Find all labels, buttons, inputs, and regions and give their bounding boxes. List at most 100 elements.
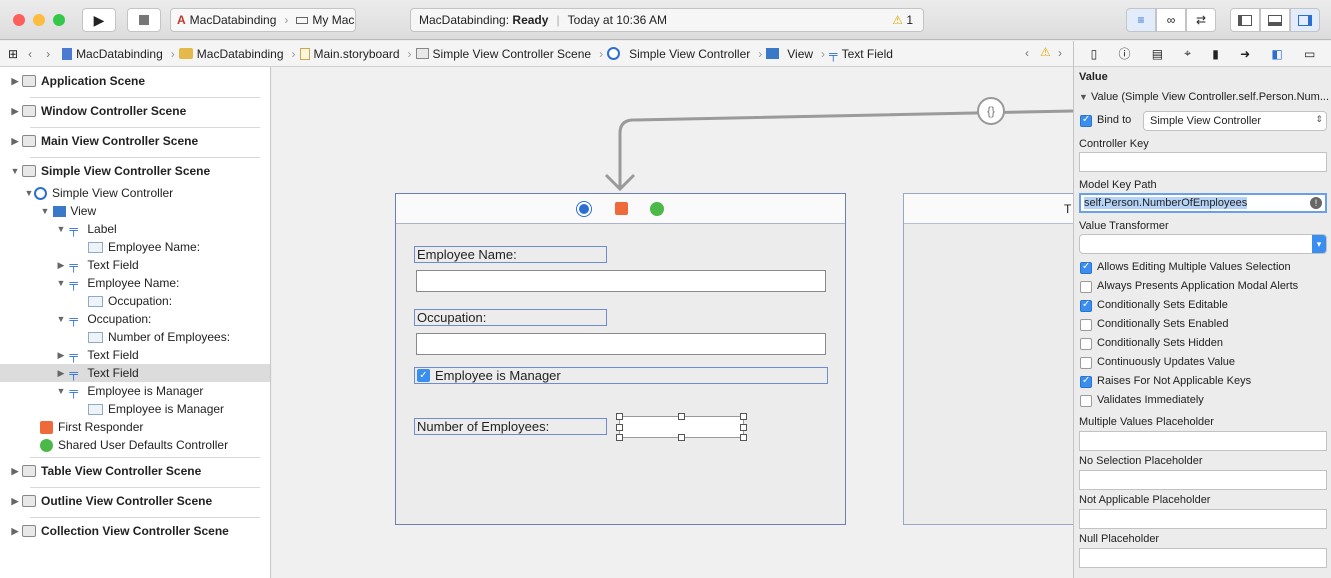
disclosure-down-icon[interactable]: ▼ xyxy=(56,386,66,396)
num-employees-label[interactable]: Number of Employees: xyxy=(414,418,607,435)
scene-row-collection-view[interactable]: ▶Collection View Controller Scene xyxy=(11,524,229,538)
disclosure-right-icon[interactable]: ▶ xyxy=(11,465,19,476)
toggle-utilities-button[interactable] xyxy=(1290,8,1320,32)
tree-item-text-field-selected[interactable]: ▶ ╤Text Field xyxy=(0,364,270,382)
breadcrumb-storyboard[interactable]: Main.storyboard xyxy=(299,47,400,61)
binding-summary[interactable]: ▼ Value (Simple View Controller.self.Per… xyxy=(1079,91,1330,103)
breadcrumb-scene[interactable]: Simple View Controller Scene xyxy=(415,47,591,61)
disclosure-down-icon[interactable]: ▼ xyxy=(56,314,66,324)
segue-binding-badge[interactable]: {} xyxy=(977,97,1005,125)
option-checkbox[interactable] xyxy=(1080,319,1092,331)
view-controller-icon[interactable] xyxy=(577,202,591,216)
scene-row-outline-view[interactable]: ▶Outline View Controller Scene xyxy=(11,494,213,508)
standard-editor-button[interactable]: ≡ xyxy=(1126,8,1156,32)
checkbox-checked-icon[interactable]: ✓ xyxy=(417,369,430,382)
not-applicable-placeholder-field[interactable] xyxy=(1079,509,1327,529)
tree-item-label-occupation[interactable]: ▼ ╤Occupation: xyxy=(56,311,152,326)
zoom-window-button[interactable] xyxy=(53,14,65,26)
breadcrumb-text-field[interactable]: ╤Text Field xyxy=(829,46,893,61)
breadcrumb-project[interactable]: MacDatabinding xyxy=(62,47,163,61)
disclosure-right-icon[interactable]: ▶ xyxy=(11,525,19,536)
disclosure-down-icon[interactable]: ▼ xyxy=(10,166,20,176)
resize-handle[interactable] xyxy=(616,434,623,441)
disclosure-right-icon[interactable]: ▶ xyxy=(11,135,19,146)
tree-item-button-cell[interactable]: Employee is Manager xyxy=(0,400,270,418)
disclosure-right-icon[interactable]: ▶ xyxy=(11,75,19,86)
grid-icon[interactable]: ⊞ xyxy=(8,46,19,61)
tree-item-label-employee-name[interactable]: ▼ ╤Employee Name: xyxy=(56,275,180,290)
disclosure-right-icon[interactable]: ▶ xyxy=(11,495,19,506)
option-checkbox[interactable] xyxy=(1080,338,1092,350)
bind-to-select[interactable]: Simple View Controller ⇕ xyxy=(1143,111,1327,131)
tree-item-shared-defaults[interactable]: Shared User Defaults Controller xyxy=(0,436,270,454)
tree-item-checkbox[interactable]: ▼ ╤Employee is Manager xyxy=(56,383,204,398)
attributes-icon[interactable]: ⌖ xyxy=(1184,46,1192,60)
option-checkbox[interactable] xyxy=(1080,299,1092,312)
scene-row-simple-view-controller[interactable]: ▼Simple View Controller Scene xyxy=(10,164,211,178)
occupation-field[interactable] xyxy=(416,333,826,355)
tree-item-label-text[interactable]: Occupation: xyxy=(0,292,270,310)
forward-button[interactable]: › xyxy=(46,46,51,61)
scene-row-main-view-controller[interactable]: ▶Main View Controller Scene xyxy=(11,134,199,148)
alert-icon[interactable]: ! xyxy=(1310,197,1322,209)
resize-handle[interactable] xyxy=(740,413,747,420)
identity-icon[interactable]: ▤ xyxy=(1151,46,1164,61)
occupation-label[interactable]: Occupation: xyxy=(414,309,607,326)
breadcrumb-view[interactable]: View xyxy=(766,47,813,61)
tree-item-text-field[interactable]: ▶ ╤Text Field xyxy=(57,257,139,272)
resize-handle[interactable] xyxy=(678,434,685,441)
option-checkbox[interactable] xyxy=(1080,281,1092,293)
disclosure-right-icon[interactable]: ▶ xyxy=(11,105,19,116)
breadcrumb-controller[interactable]: Simple View Controller xyxy=(607,47,750,61)
resize-handle[interactable] xyxy=(616,424,623,431)
employee-name-field[interactable] xyxy=(416,270,826,292)
value-transformer-select[interactable]: ▾ xyxy=(1079,234,1327,254)
run-button[interactable]: ▶ xyxy=(82,8,116,32)
tree-item-label-text[interactable]: Number of Employees: xyxy=(0,328,270,346)
scheme-selector[interactable]: A MacDatabinding › My Mac xyxy=(170,8,356,32)
scene-row-window-controller[interactable]: ▶Window Controller Scene xyxy=(11,104,187,118)
disclosure-right-icon[interactable]: ▶ xyxy=(57,367,65,378)
disclosure-right-icon[interactable]: ▶ xyxy=(57,259,65,270)
stop-button[interactable] xyxy=(127,8,161,32)
disclosure-right-icon[interactable]: ▶ xyxy=(57,349,65,360)
option-checkbox[interactable] xyxy=(1080,261,1092,274)
multiple-values-placeholder-field[interactable] xyxy=(1079,431,1327,451)
scene-row-application[interactable]: ▶Application Scene xyxy=(11,74,146,88)
disclosure-down-icon[interactable]: ▼ xyxy=(56,224,66,234)
resize-handle[interactable] xyxy=(740,424,747,431)
option-checkbox[interactable] xyxy=(1080,395,1092,407)
resize-handle[interactable] xyxy=(740,434,747,441)
issue-next-button[interactable]: › xyxy=(1058,46,1062,60)
first-responder-icon[interactable] xyxy=(615,202,628,215)
model-key-path-field[interactable]: self.Person.NumberOfEmployees ! xyxy=(1079,193,1327,213)
tree-item-label-text[interactable]: Employee Name: xyxy=(0,238,270,256)
scene-row-table-view[interactable]: ▶Table View Controller Scene xyxy=(11,464,202,478)
tree-item-first-responder[interactable]: First Responder xyxy=(0,418,270,436)
size-icon[interactable]: ▮ xyxy=(1212,46,1219,61)
warning-icon[interactable]: ⚠ xyxy=(1040,45,1051,59)
help-icon[interactable]: ⓘ xyxy=(1118,47,1131,61)
null-placeholder-field[interactable] xyxy=(1079,548,1327,568)
tree-item-view[interactable]: ▼ View xyxy=(40,204,97,218)
toggle-navigator-button[interactable] xyxy=(1230,8,1260,32)
minimize-window-button[interactable] xyxy=(33,14,45,26)
storyboard-canvas[interactable]: {} Employee Name: Occupation: ✓ Employee… xyxy=(272,67,1073,578)
warning-badge[interactable]: ⚠ 1 xyxy=(892,13,913,27)
file-icon[interactable]: ▯ xyxy=(1090,46,1098,61)
toggle-debug-button[interactable] xyxy=(1260,8,1290,32)
disclosure-down-icon[interactable]: ▼ xyxy=(40,206,50,216)
controller-key-field[interactable] xyxy=(1079,152,1327,172)
version-editor-button[interactable]: ⇄ xyxy=(1186,8,1216,32)
bindings-icon[interactable]: ◧ xyxy=(1271,46,1283,61)
issue-prev-button[interactable]: ‹ xyxy=(1025,46,1029,60)
employee-name-label[interactable]: Employee Name: xyxy=(414,246,607,263)
defaults-controller-icon[interactable] xyxy=(650,202,664,216)
effects-icon[interactable]: ▭ xyxy=(1304,46,1316,61)
resize-handle[interactable] xyxy=(616,413,623,420)
resize-handle[interactable] xyxy=(678,413,685,420)
tree-item-controller[interactable]: ▼Simple View Controller xyxy=(24,186,174,200)
next-scene[interactable]: T xyxy=(903,193,1073,525)
disclosure-down-icon[interactable]: ▼ xyxy=(56,278,66,288)
disclosure-down-icon[interactable]: ▼ xyxy=(24,188,34,198)
